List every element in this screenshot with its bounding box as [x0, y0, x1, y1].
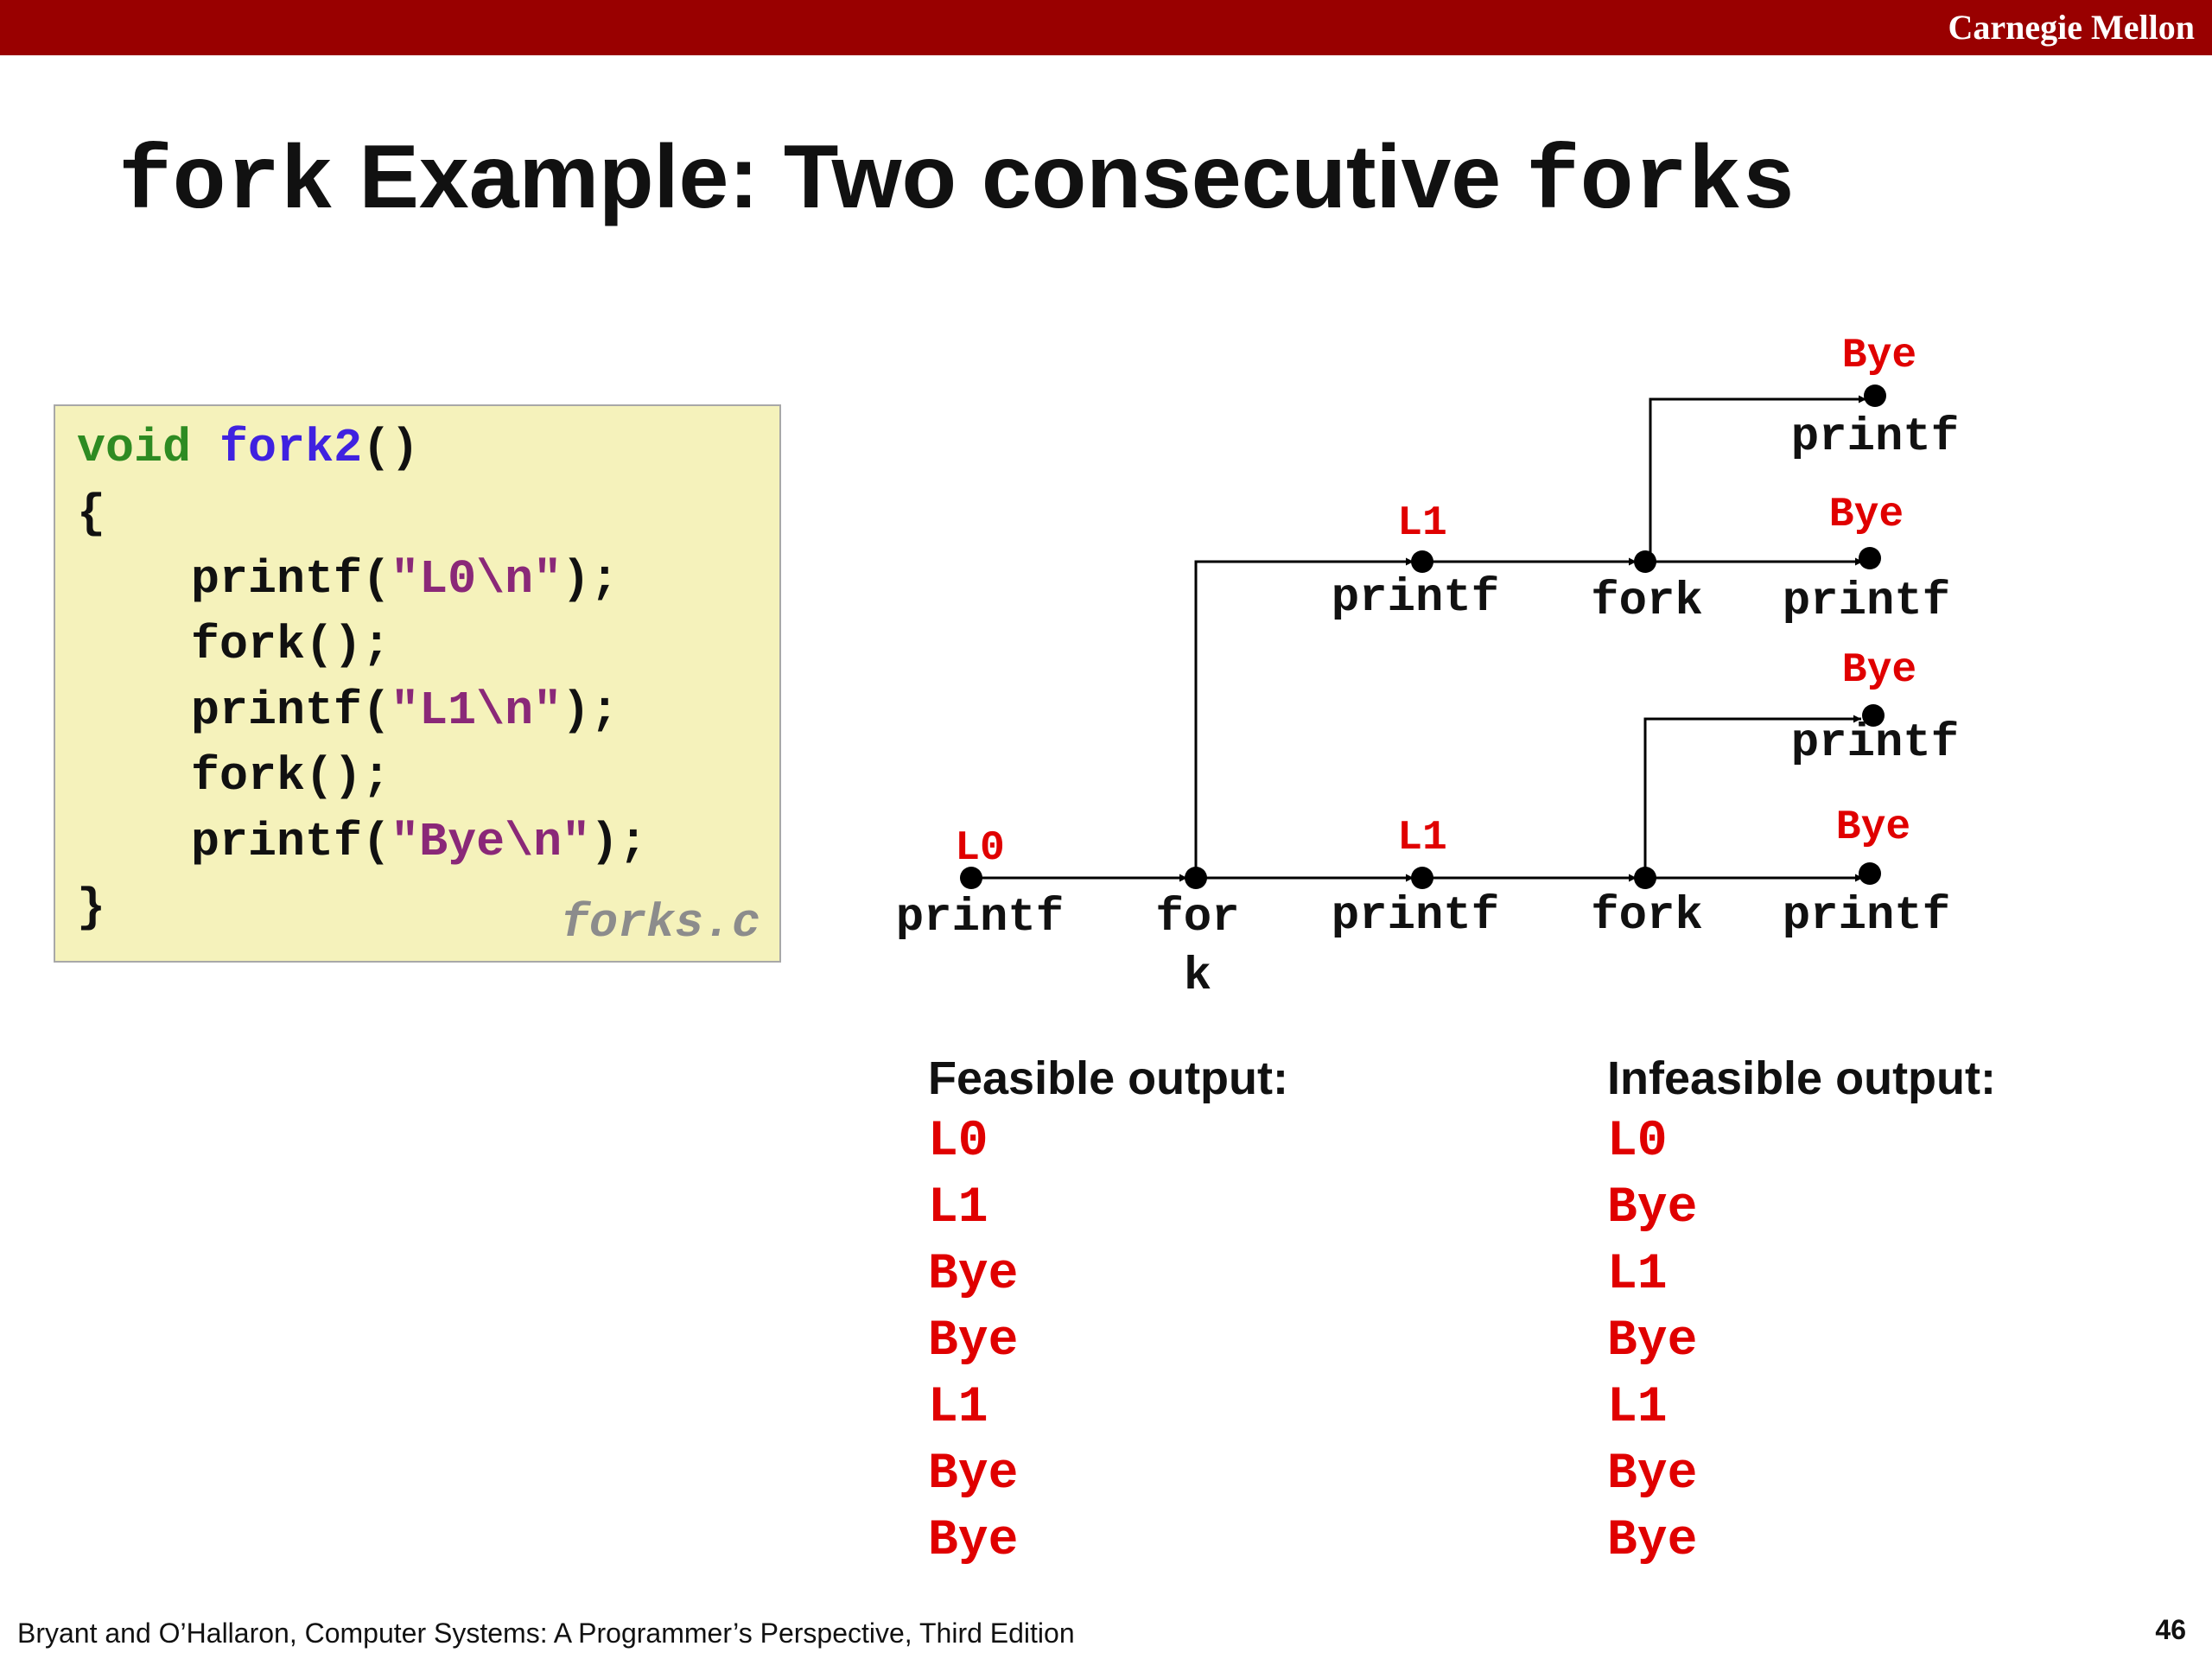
code-parens: () — [362, 421, 420, 475]
output-line: Bye — [1607, 1180, 1698, 1236]
edge-fork-lower-bye3 — [1643, 715, 1861, 878]
node-bye3 — [1862, 704, 1885, 727]
code-keyword-void: void — [77, 421, 192, 475]
label-bye3-output: Bye — [1842, 647, 1916, 694]
code-call: printf( — [77, 815, 391, 869]
header-bar: Carnegie Mellon — [0, 0, 2212, 55]
label-l0-call: printf — [896, 892, 1064, 944]
code-filename: forks.c — [560, 896, 760, 950]
label-bye1-call: printf — [1791, 411, 1959, 464]
label-bye3-call: printf — [1791, 717, 1959, 770]
title-text: Example: Two consecutive — [334, 127, 1527, 227]
edge-fork1-l1-upper — [1194, 557, 1414, 878]
label-fork-lower: fork — [1591, 890, 1703, 943]
code-function-name: fork2 — [219, 421, 363, 475]
code-listing: void fork2() { printf("L0\n"); fork(); p… — [54, 404, 781, 963]
label-fork1-a: for — [1155, 892, 1239, 944]
node-l1-upper — [1411, 550, 1433, 573]
code-call-end: ); — [562, 552, 620, 607]
output-line: L1 — [1607, 1380, 1668, 1436]
output-line: Bye — [1607, 1446, 1698, 1503]
code-line-1: void fork2() — [77, 420, 419, 477]
infeasible-heading: Infeasible output: — [1607, 1052, 1996, 1104]
label-fork1-b: k — [1184, 950, 1211, 1003]
code-line-2: { — [77, 486, 106, 541]
feasible-heading: Feasible output: — [928, 1052, 1288, 1104]
code-call: printf( — [77, 552, 391, 607]
output-line: L0 — [1607, 1114, 1668, 1170]
label-l1-lower-output: L1 — [1397, 815, 1447, 861]
node-l1-lower — [1411, 867, 1433, 889]
label-bye2-output: Bye — [1829, 492, 1904, 538]
label-l0-output: L0 — [955, 825, 1005, 872]
node-bye2 — [1859, 547, 1881, 569]
edge-fork-upper-bye1 — [1649, 395, 1866, 562]
output-line: Bye — [928, 1446, 1019, 1503]
code-call: printf( — [77, 683, 391, 738]
output-line: Bye — [1607, 1513, 1698, 1569]
label-bye2-call: printf — [1783, 575, 1950, 628]
output-line: L0 — [928, 1114, 988, 1170]
output-line: L1 — [928, 1180, 988, 1236]
code-line-5: printf("L1\n"); — [77, 683, 619, 740]
brand-label: Carnegie Mellon — [1948, 8, 2196, 47]
label-bye4-output: Bye — [1836, 804, 1910, 851]
node-bye4 — [1859, 862, 1881, 885]
code-string: "L1\n" — [391, 683, 563, 738]
footer-citation: Bryant and O’Hallaron, Computer Systems:… — [17, 1618, 1075, 1649]
slide-title: fork Example: Two consecutive forks — [118, 117, 1796, 245]
page-number: 46 — [2155, 1614, 2186, 1645]
label-l1-lower-call: printf — [1332, 890, 1499, 943]
code-string: "Bye\n" — [391, 815, 591, 869]
node-fork-upper — [1634, 550, 1656, 573]
code-line-6: fork(); — [77, 749, 391, 804]
code-line-7: printf("Bye\n"); — [77, 814, 647, 871]
node-l0 — [960, 867, 982, 889]
node-bye1 — [1864, 385, 1886, 407]
label-bye4-call: printf — [1783, 890, 1950, 943]
label-l1-upper-output: L1 — [1397, 500, 1447, 547]
title-code-forks: forks — [1526, 133, 1796, 235]
code-line-4: fork(); — [77, 618, 391, 672]
output-line: Bye — [928, 1313, 1019, 1370]
output-line: Bye — [928, 1513, 1019, 1569]
node-fork-lower — [1634, 867, 1656, 889]
label-bye1-output: Bye — [1842, 333, 1916, 379]
output-line: L1 — [1607, 1247, 1668, 1303]
code-line-3: printf("L0\n"); — [77, 551, 619, 608]
code-call-end: ); — [562, 683, 620, 738]
node-fork1 — [1185, 867, 1207, 889]
code-string: "L0\n" — [391, 552, 563, 607]
code-call-end: ); — [590, 815, 648, 869]
output-line: Bye — [928, 1247, 1019, 1303]
title-code-fork: fork — [118, 133, 334, 235]
output-line: Bye — [1607, 1313, 1698, 1370]
code-line-8: } — [77, 880, 106, 935]
label-fork-upper: fork — [1591, 575, 1703, 628]
output-line: L1 — [928, 1380, 988, 1436]
label-l1-upper-call: printf — [1332, 572, 1499, 625]
